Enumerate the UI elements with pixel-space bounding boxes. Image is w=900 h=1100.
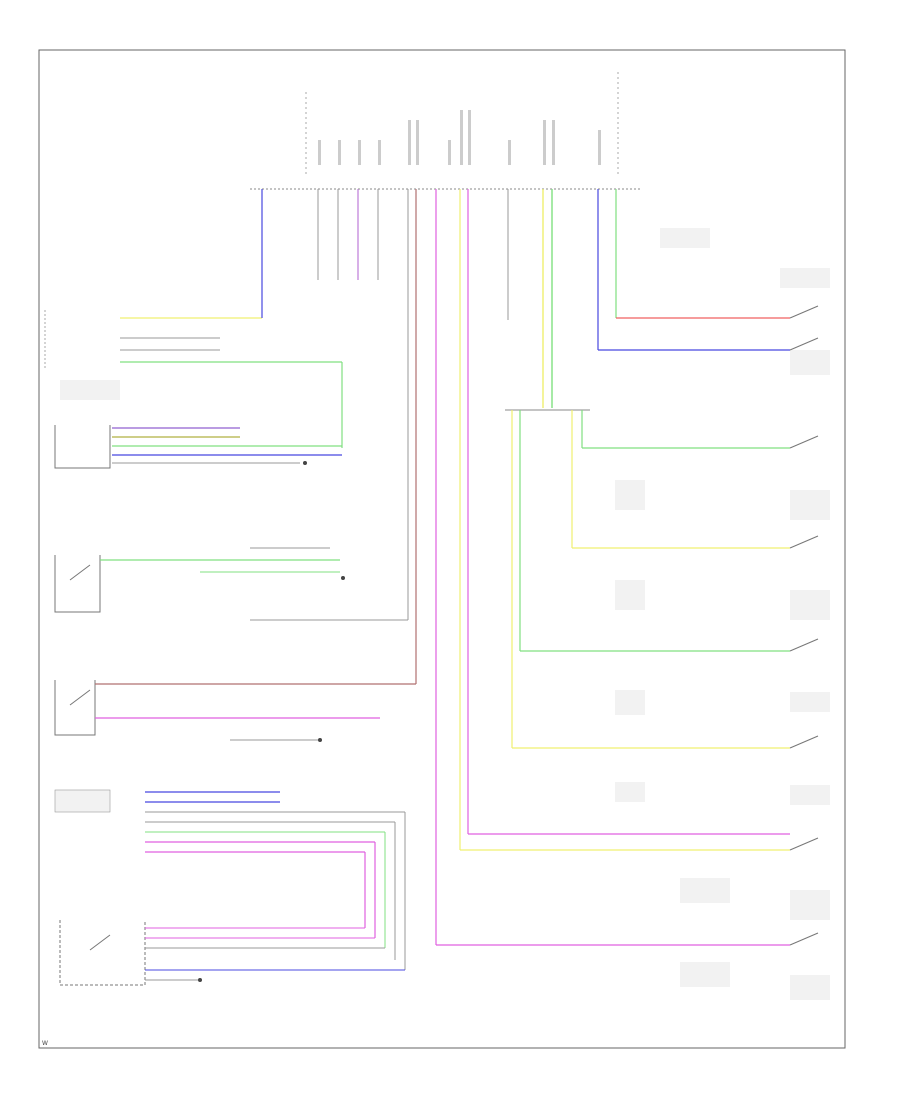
- switch-icon: [69, 564, 91, 581]
- right-horizontal-wires: [436, 317, 790, 946]
- left-module-2: [54, 425, 342, 469]
- left-switch-block-1: [54, 547, 408, 621]
- right-switches: [789, 305, 819, 946]
- footer-code: W: [42, 1040, 48, 1047]
- ground-icon: [318, 738, 322, 742]
- switch-icon: [89, 934, 111, 951]
- switch-icon: [789, 932, 819, 946]
- ground-icon: [303, 461, 307, 465]
- left-switch-block-2: [54, 680, 416, 742]
- switch-icon: [69, 689, 91, 706]
- right-component-labels: [615, 228, 830, 1000]
- main-vertical-wires: [407, 189, 553, 945]
- connector-block: [54, 789, 406, 970]
- switch-icon: [789, 305, 819, 319]
- switch-icon: [789, 535, 819, 549]
- switch-icon: [789, 837, 819, 851]
- switch-icon: [789, 435, 819, 449]
- ground-icon: [341, 576, 345, 580]
- connector-header-labels: [318, 110, 601, 165]
- central-connector-bus: [250, 72, 640, 190]
- headlamp-switch-block: [59, 920, 405, 986]
- left-module-1: [44, 300, 343, 448]
- diagram-frame: [38, 49, 846, 1049]
- switch-icon: [789, 735, 819, 749]
- ground-icon: [198, 978, 202, 982]
- switch-icon: [789, 638, 819, 652]
- bus-pin-stubs: [261, 189, 617, 350]
- splice-branch: [505, 409, 590, 748]
- switch-icon: [789, 337, 819, 351]
